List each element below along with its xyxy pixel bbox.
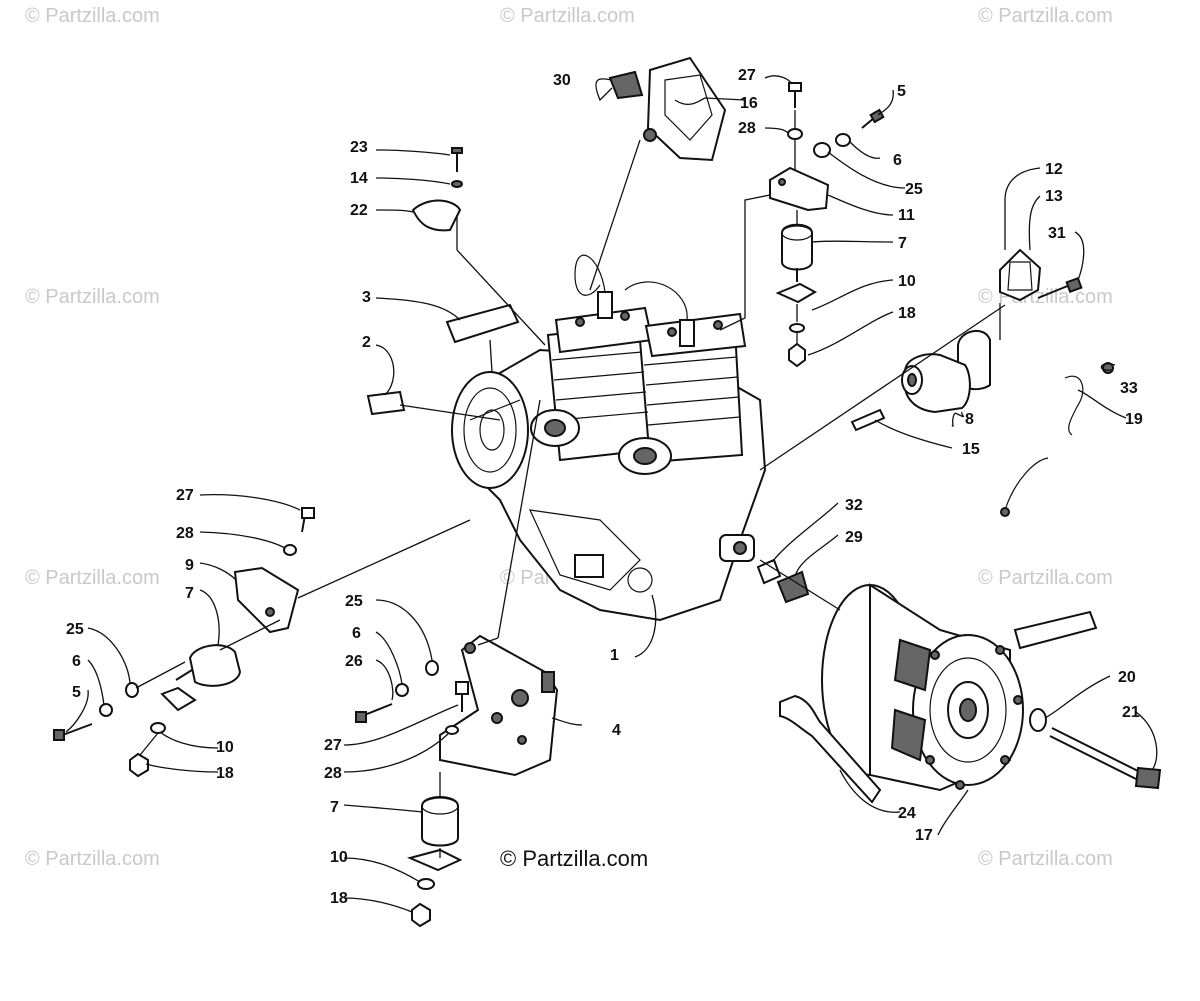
callout-4: 4 xyxy=(612,722,621,739)
callout-6: 6 xyxy=(893,152,902,169)
callout-5: 5 xyxy=(897,83,906,100)
callout-10: 10 xyxy=(330,849,348,866)
callout-18: 18 xyxy=(330,890,348,907)
part-22-plate xyxy=(411,199,462,232)
part-belt-upper xyxy=(1013,610,1098,650)
part-30-clip xyxy=(608,70,644,100)
callout-30: 30 xyxy=(553,72,571,89)
part-3-decal xyxy=(445,303,520,344)
part-7-mount-lower xyxy=(421,796,459,847)
watermark: © Partzilla.com xyxy=(978,5,1113,27)
part-17-clutch xyxy=(821,583,1024,792)
part-9-bracket xyxy=(233,566,300,634)
watermark: © Partzilla.com xyxy=(978,567,1113,589)
callout-18: 18 xyxy=(898,305,916,322)
part-24-belt xyxy=(779,694,882,804)
callout-19: 19 xyxy=(1125,411,1143,428)
callout-22: 22 xyxy=(350,202,368,219)
callout-28: 28 xyxy=(324,765,342,782)
callout-18: 18 xyxy=(216,765,234,782)
callout-10: 10 xyxy=(216,739,234,756)
callout-7: 7 xyxy=(898,235,907,252)
callout-6: 6 xyxy=(72,653,81,670)
callout-10: 10 xyxy=(898,273,916,290)
callout-2: 2 xyxy=(362,334,371,351)
callout-12: 12 xyxy=(1045,161,1063,178)
callout-13: 13 xyxy=(1045,188,1063,205)
part-16-bracket xyxy=(646,56,727,162)
callout-27: 27 xyxy=(176,487,194,504)
callout-25: 25 xyxy=(345,593,363,610)
engine xyxy=(451,254,767,622)
callout-6: 6 xyxy=(352,625,361,642)
watermark: © Partzilla.com xyxy=(25,567,160,589)
callout-32: 32 xyxy=(845,497,863,514)
callout-31: 31 xyxy=(1048,225,1066,242)
part-12-shield xyxy=(999,248,1042,302)
part-8-mount xyxy=(904,353,971,414)
callout-9: 9 xyxy=(185,557,194,574)
credit-text: © Partzilla.com xyxy=(500,846,648,871)
part-2-decal xyxy=(366,390,406,416)
watermark: © Partzilla.com xyxy=(25,286,160,308)
callout-33: 33 xyxy=(1120,380,1138,397)
callout-14: 14 xyxy=(350,170,368,187)
callout-25: 25 xyxy=(66,621,84,638)
callout-11: 11 xyxy=(898,207,915,224)
part-7-mount-left xyxy=(188,644,242,687)
callout-3: 3 xyxy=(362,289,371,306)
callout-29: 29 xyxy=(845,529,863,546)
callout-7: 7 xyxy=(185,585,194,602)
callout-27: 27 xyxy=(324,737,342,754)
callout-28: 28 xyxy=(738,120,756,137)
watermark: © Partzilla.com xyxy=(25,848,160,870)
watermark: © Partzilla.com xyxy=(978,848,1113,870)
callout-27: 27 xyxy=(738,67,756,84)
callout-23: 23 xyxy=(350,139,368,156)
part-11-bracket xyxy=(769,166,830,212)
part-4-bracket xyxy=(439,634,559,777)
callout-17: 17 xyxy=(915,827,933,844)
callout-26: 26 xyxy=(345,653,363,670)
part-7-mount-upper xyxy=(781,223,813,271)
callout-21: 21 xyxy=(1122,704,1140,721)
watermark: © Partzilla.com xyxy=(25,5,160,27)
leader-lines xyxy=(65,75,1158,913)
callout-25: 25 xyxy=(905,181,923,198)
callout-16: 16 xyxy=(740,95,758,112)
callout-7: 7 xyxy=(330,799,339,816)
callout-5: 5 xyxy=(72,684,81,701)
callout-28: 28 xyxy=(176,525,194,542)
callout-20: 20 xyxy=(1118,669,1136,686)
watermark: © Partzilla.com xyxy=(500,5,635,27)
callout-24: 24 xyxy=(898,805,916,822)
callout-15: 15 xyxy=(962,441,980,458)
watermark: © Partzilla.com xyxy=(978,286,1113,308)
callout-1: 1 xyxy=(610,647,619,664)
callout-8: 8 xyxy=(965,411,974,428)
